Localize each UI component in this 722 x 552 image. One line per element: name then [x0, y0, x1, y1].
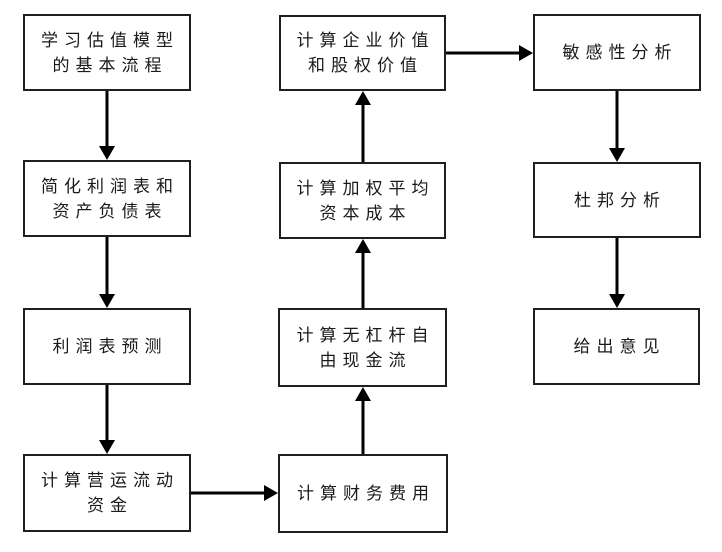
- flow-box-label: 由现金流: [319, 350, 412, 370]
- arrow-forecast-to-working-capital: [99, 385, 115, 454]
- flow-box-label: 计算无杠杆自: [296, 325, 435, 345]
- flow-box-unlevered-fcf: 计算无杠杆自 由现金流: [278, 308, 447, 387]
- flow-box-give-opinion: 给出意见: [533, 308, 700, 385]
- arrow-learn-to-simplify: [99, 91, 115, 160]
- flow-box-enterprise-equity-value: 计算企业价值 和股权价值: [279, 15, 446, 91]
- flow-box-financial-expense: 计算财务费用: [278, 454, 448, 533]
- flow-box-label: 简化利润表和: [41, 176, 179, 196]
- flow-box-label: 敏感性分析: [562, 43, 678, 62]
- flow-box-simplify-statements: 简化利润表和 资产负债表: [23, 160, 191, 237]
- flow-box-label: 计算加权平均: [296, 178, 435, 198]
- arrow-financial-expense-to-unlevered-fcf: [355, 387, 371, 454]
- flow-box-label: 的基本流程: [52, 55, 168, 75]
- arrow-dupont-to-opinion: [609, 238, 625, 308]
- arrow-wacc-to-enterprise-value: [355, 91, 371, 162]
- arrow-sensitivity-to-dupont: [609, 91, 625, 162]
- arrow-simplify-to-forecast: [99, 237, 115, 308]
- flow-box-label: 给出意见: [573, 337, 666, 356]
- flow-box-label: 计算营运流动: [41, 471, 179, 490]
- flow-box-wacc: 计算加权平均 资本成本: [279, 162, 446, 239]
- flow-box-income-statement-forecast: 利润表预测: [23, 308, 191, 385]
- flow-box-label: 和股权价值: [308, 56, 423, 75]
- flow-box-label: 计算财务费用: [297, 484, 435, 503]
- flow-box-label: 利润表预测: [52, 337, 168, 356]
- flow-box-label: 计算企业价值: [296, 31, 435, 50]
- flow-box-working-capital: 计算营运流动 资金: [23, 454, 191, 532]
- flow-box-sensitivity-analysis: 敏感性分析: [533, 14, 701, 91]
- flow-box-label: 杜邦分析: [574, 190, 666, 210]
- flow-box-dupont-analysis: 杜邦分析: [533, 162, 701, 238]
- arrow-enterprise-value-to-sensitivity: [446, 45, 533, 61]
- flow-box-label: 资金: [87, 496, 133, 515]
- arrow-unlevered-fcf-to-wacc: [355, 239, 371, 308]
- flow-box-label: 学习估值模型: [41, 30, 179, 50]
- arrow-working-capital-to-financial-expense: [191, 485, 278, 501]
- flow-box-label: 资产负债表: [52, 201, 168, 221]
- flow-box-learn-valuation-process: 学习估值模型 的基本流程: [23, 14, 191, 91]
- flow-box-label: 资本成本: [319, 203, 412, 223]
